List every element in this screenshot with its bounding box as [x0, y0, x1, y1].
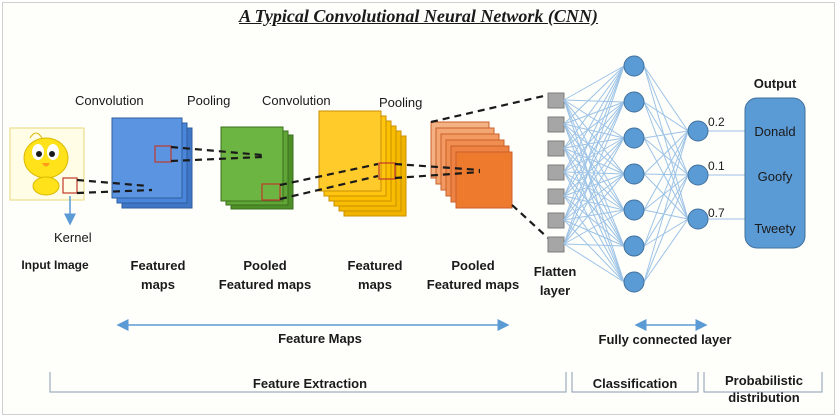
pooled-maps-1-label: Pooled Featured maps	[218, 258, 312, 292]
conv2-window	[378, 162, 396, 180]
pooled-maps-2	[430, 121, 513, 209]
fc-edge	[563, 101, 625, 245]
fc-edge	[563, 99, 625, 103]
fc-edge	[563, 219, 625, 283]
output-class-goofy: Goofy	[757, 169, 793, 184]
output-class-donald: Donald	[754, 124, 796, 139]
kernel-label: Kernel	[54, 230, 92, 245]
fc-edge	[563, 137, 625, 197]
fc-edge	[643, 173, 689, 220]
featured-maps-1-label: Featured maps	[130, 258, 186, 292]
output-box	[744, 97, 806, 249]
fc-edge	[563, 137, 625, 221]
neuron	[623, 55, 645, 77]
diagram-title: A Typical Convolutional Neural Network (…	[239, 6, 598, 26]
dashed-connections	[76, 93, 549, 239]
fc-edge	[643, 218, 689, 283]
pooling-1-label: Pooling	[187, 93, 231, 108]
fc-edge	[563, 65, 625, 101]
fc-edge	[643, 174, 689, 211]
fc-edge	[563, 101, 625, 221]
fc-edge	[563, 65, 625, 125]
probability-donald: 0.2	[708, 115, 725, 129]
fc-edge	[563, 101, 625, 173]
convolution-1-label: Convolution	[75, 93, 144, 108]
fc-edge	[563, 243, 625, 283]
fc-edge	[643, 174, 689, 247]
pooled-maps-2-label: Pooled Featured maps	[426, 258, 520, 292]
neuron	[687, 120, 709, 142]
input-image	[9, 127, 85, 201]
fc-edge	[563, 65, 625, 221]
fully-connected-edges	[563, 65, 745, 283]
output-title: Output	[753, 76, 797, 91]
neuron	[623, 127, 645, 149]
fc-edge	[563, 65, 625, 197]
neuron	[623, 163, 645, 185]
featured-maps-2	[318, 110, 407, 217]
fc-edge	[643, 130, 689, 175]
probability-tweety: 0.7	[708, 206, 725, 220]
fc-edge	[563, 209, 625, 221]
fc-edge	[643, 101, 689, 176]
flatten-layer-label: Flatten layer	[533, 264, 577, 298]
neuron	[687, 164, 709, 186]
fc-edge	[643, 101, 689, 132]
fc-edge	[563, 195, 625, 211]
fc-edge	[643, 130, 689, 247]
fc-edge	[643, 218, 689, 247]
pool1-window	[261, 183, 281, 201]
fc-edge	[563, 65, 625, 173]
featured-maps-1	[111, 117, 193, 209]
conv1-window	[154, 145, 172, 163]
fc-edge	[643, 130, 689, 139]
pooling-2-label: Pooling	[379, 95, 423, 110]
neuron	[623, 235, 645, 257]
feature-maps-label: Feature Maps	[278, 331, 362, 346]
pooled-maps-1	[220, 126, 294, 210]
fc-edge	[643, 65, 689, 132]
fc-edge	[643, 137, 689, 176]
fc-edge	[643, 137, 689, 220]
convolution-2-label: Convolution	[262, 93, 331, 108]
fc-edge	[643, 130, 689, 211]
fc-edge	[563, 173, 625, 245]
feature-extraction-label: Feature Extraction	[252, 376, 368, 391]
featured-maps-2-label: Featured maps	[347, 258, 403, 292]
fc-edge	[643, 130, 689, 283]
fc-edge	[563, 65, 625, 245]
fc-edge	[563, 101, 625, 197]
fc-edge	[563, 101, 625, 125]
neuron	[623, 199, 645, 221]
fc-edge	[643, 101, 689, 220]
output-neurons	[687, 120, 709, 230]
fc-edge	[563, 101, 625, 149]
flatten-layer-cells	[547, 92, 565, 253]
neuron	[623, 91, 645, 113]
fc-edge	[563, 195, 625, 283]
input-image-label: Input Image	[21, 258, 89, 272]
fc-edge	[563, 243, 625, 247]
kernel-window	[62, 177, 78, 194]
section-brackets	[49, 372, 823, 393]
fc-edge	[563, 65, 625, 149]
fc-edge	[563, 195, 625, 247]
fc-edge	[563, 209, 625, 245]
neuron	[687, 208, 709, 230]
probability-goofy: 0.1	[708, 159, 725, 173]
fc-edge	[563, 173, 625, 221]
classification-label: Classification	[592, 376, 678, 391]
fc-edge	[643, 173, 689, 176]
probabilistic-distribution-label: Probabilistic distribution	[724, 373, 804, 405]
output-class-tweety: Tweety	[754, 221, 796, 236]
fc-edge	[563, 173, 625, 197]
fc-edge	[563, 137, 625, 245]
fc-edge	[563, 219, 625, 247]
fully-connected-label: Fully connected layer	[598, 332, 732, 347]
neuron	[623, 271, 645, 293]
fc-edge	[643, 209, 689, 220]
hidden-layer	[623, 55, 645, 293]
fc-edge	[643, 174, 689, 283]
